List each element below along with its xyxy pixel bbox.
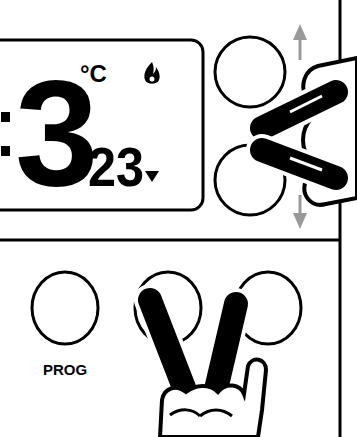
finger [150, 300, 188, 398]
lcd-segment [1, 112, 10, 122]
finger [262, 150, 336, 178]
lcd-segment [1, 146, 10, 156]
button-label: PROG [43, 362, 87, 377]
flame-icon [150, 77, 155, 82]
knuckle-line [170, 410, 232, 416]
lcd-setpoint: 23 [88, 139, 144, 195]
finger [262, 92, 336, 128]
finger [150, 300, 188, 398]
finger-edge [290, 96, 322, 170]
lcd-unit: °C [80, 62, 107, 86]
lcd-frame [0, 40, 203, 210]
flame-icon [144, 62, 159, 84]
up-button [215, 37, 285, 107]
down-indicator [145, 171, 159, 182]
finger [262, 150, 336, 178]
motion-arrow [293, 24, 307, 40]
panel-edge [0, 239, 340, 242]
hand [160, 360, 266, 437]
motion-arrow [293, 213, 307, 229]
prog-button [32, 272, 98, 344]
finger [262, 92, 336, 128]
